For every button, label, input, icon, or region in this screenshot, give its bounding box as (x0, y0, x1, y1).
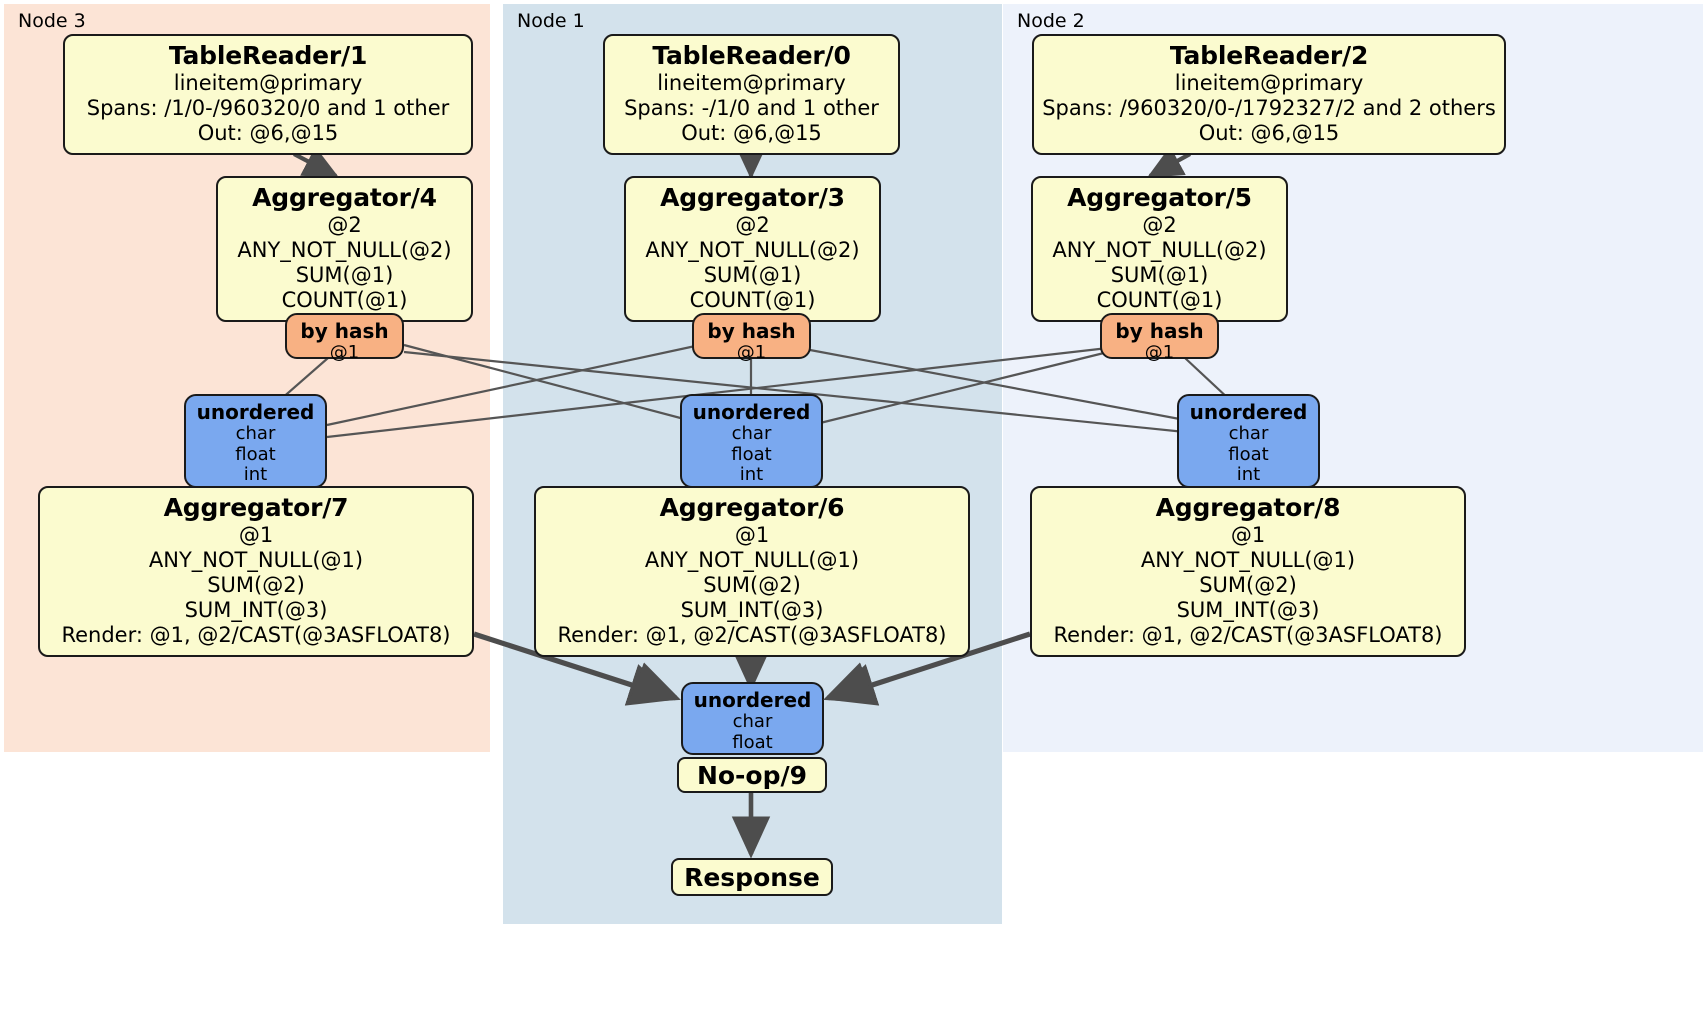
processor-line: @2 (1142, 212, 1177, 237)
router-line: float (235, 443, 276, 465)
node-panel-label-node1: Node 1 (517, 10, 585, 32)
processor-aggregator-4[interactable]: Aggregator/4 @2 ANY_NOT_NULL(@2) SUM(@1)… (216, 176, 473, 322)
router-title: by hash (1115, 319, 1204, 343)
processor-line: Render: @1, @2/CAST(@3ASFLOAT8) (61, 622, 451, 647)
router-title: unordered (196, 400, 315, 424)
processor-line: @2 (735, 212, 770, 237)
processor-line: Out: @6,@15 (1198, 120, 1340, 145)
processor-line: Out: @6,@15 (681, 120, 822, 145)
router-line: char (731, 423, 772, 444)
processor-line: Render: @1, @2/CAST(@3ASFLOAT8) (557, 622, 947, 647)
router-line: char (1228, 423, 1269, 444)
processor-line: SUM(@1) (295, 262, 394, 287)
processor-title: Response (684, 863, 820, 892)
router-line: char (235, 423, 276, 444)
processor-title: No-op/9 (696, 761, 808, 790)
processor-line: SUM_INT(@3) (680, 597, 824, 622)
processor-tablereader-0[interactable]: TableReader/0 lineitem@primary Spans: -/… (603, 34, 900, 155)
processor-line: lineitem@primary (173, 70, 363, 95)
processor-aggregator-6[interactable]: Aggregator/6 @1 ANY_NOT_NULL(@1) SUM(@2)… (534, 486, 970, 657)
processor-tablereader-1[interactable]: TableReader/1 lineitem@primary Spans: /1… (63, 34, 473, 155)
router-line: @1 (736, 342, 767, 363)
router-line: int (243, 464, 268, 486)
processor-noop-9[interactable]: No-op/9 (677, 757, 827, 793)
processor-line: Spans: /960320/0-/1792327/2 and 2 others (1042, 95, 1496, 120)
processor-line: SUM(@2) (207, 572, 305, 597)
processor-response[interactable]: Response (671, 858, 833, 896)
processor-aggregator-5[interactable]: Aggregator/5 @2 ANY_NOT_NULL(@2) SUM(@1)… (1031, 176, 1288, 322)
processor-line: SUM(@1) (703, 262, 802, 287)
router-by-hash-mid[interactable]: by hash @1 (692, 313, 811, 363)
processor-line: lineitem@primary (1174, 70, 1364, 95)
processor-aggregator-3[interactable]: Aggregator/3 @2 ANY_NOT_NULL(@2) SUM(@1)… (624, 176, 881, 322)
router-title: by hash (300, 319, 389, 343)
router-by-hash-right[interactable]: by hash @1 (1100, 313, 1219, 363)
processor-line: @1 (1230, 522, 1266, 547)
processor-line: COUNT(@1) (689, 287, 816, 312)
router-line: int (1236, 464, 1261, 486)
router-unordered-left[interactable]: unordered char float int (184, 394, 327, 488)
router-line: float (731, 443, 772, 465)
processor-line: SUM(@2) (1199, 572, 1297, 597)
router-line: float (1228, 443, 1269, 465)
processor-title: Aggregator/8 (1155, 493, 1341, 522)
processor-line: COUNT(@1) (1096, 287, 1223, 312)
router-unordered-right[interactable]: unordered char float int (1177, 394, 1320, 488)
router-line: int (739, 464, 764, 486)
processor-title: Aggregator/5 (1067, 183, 1252, 212)
processor-line: @1 (734, 522, 770, 547)
processor-line: ANY_NOT_NULL(@2) (645, 237, 860, 262)
processor-line: ANY_NOT_NULL(@1) (1140, 547, 1356, 572)
processor-aggregator-8[interactable]: Aggregator/8 @1 ANY_NOT_NULL(@1) SUM(@2)… (1030, 486, 1466, 657)
processor-line: lineitem@primary (657, 70, 846, 95)
router-unordered-mid[interactable]: unordered char float int (680, 394, 823, 488)
processor-line: @1 (238, 522, 274, 547)
processor-line: SUM(@1) (1110, 262, 1209, 287)
processor-tablereader-2[interactable]: TableReader/2 lineitem@primary Spans: /9… (1032, 34, 1506, 155)
node-panel-label-node3: Node 3 (18, 10, 86, 32)
router-line: @1 (1144, 342, 1175, 363)
router-unordered-final[interactable]: unordered char float (681, 682, 824, 755)
processor-title: Aggregator/3 (660, 183, 845, 212)
processor-line: ANY_NOT_NULL(@1) (148, 547, 364, 572)
processor-line: SUM_INT(@3) (1176, 597, 1320, 622)
router-by-hash-left[interactable]: by hash @1 (285, 313, 404, 363)
processor-line: Spans: -/1/0 and 1 other (624, 95, 879, 120)
processor-line: Render: @1, @2/CAST(@3ASFLOAT8) (1053, 622, 1443, 647)
processor-title: Aggregator/4 (252, 183, 437, 212)
router-title: unordered (692, 400, 811, 424)
router-title: unordered (1189, 400, 1308, 424)
router-line: float (732, 731, 773, 753)
processor-title: TableReader/1 (168, 41, 368, 70)
processor-line: ANY_NOT_NULL(@2) (237, 237, 452, 262)
router-line: char (732, 711, 773, 732)
processor-title: TableReader/2 (1169, 41, 1369, 70)
router-title: unordered (693, 688, 812, 712)
router-line: @1 (329, 342, 360, 363)
processor-line: Spans: /1/0-/960320/0 and 1 other (86, 95, 450, 120)
processor-line: Out: @6,@15 (197, 120, 339, 145)
node-panel-label-node2: Node 2 (1017, 10, 1085, 32)
processor-line: ANY_NOT_NULL(@1) (644, 547, 860, 572)
processor-title: Aggregator/7 (163, 493, 349, 522)
processor-title: TableReader/0 (652, 41, 851, 70)
processor-title: Aggregator/6 (659, 493, 845, 522)
processor-line: COUNT(@1) (281, 287, 408, 312)
processor-line: SUM(@2) (703, 572, 801, 597)
processor-line: ANY_NOT_NULL(@2) (1052, 237, 1267, 262)
router-title: by hash (707, 319, 796, 343)
processor-aggregator-7[interactable]: Aggregator/7 @1 ANY_NOT_NULL(@1) SUM(@2)… (38, 486, 474, 657)
processor-line: @2 (327, 212, 362, 237)
processor-line: SUM_INT(@3) (184, 597, 328, 622)
